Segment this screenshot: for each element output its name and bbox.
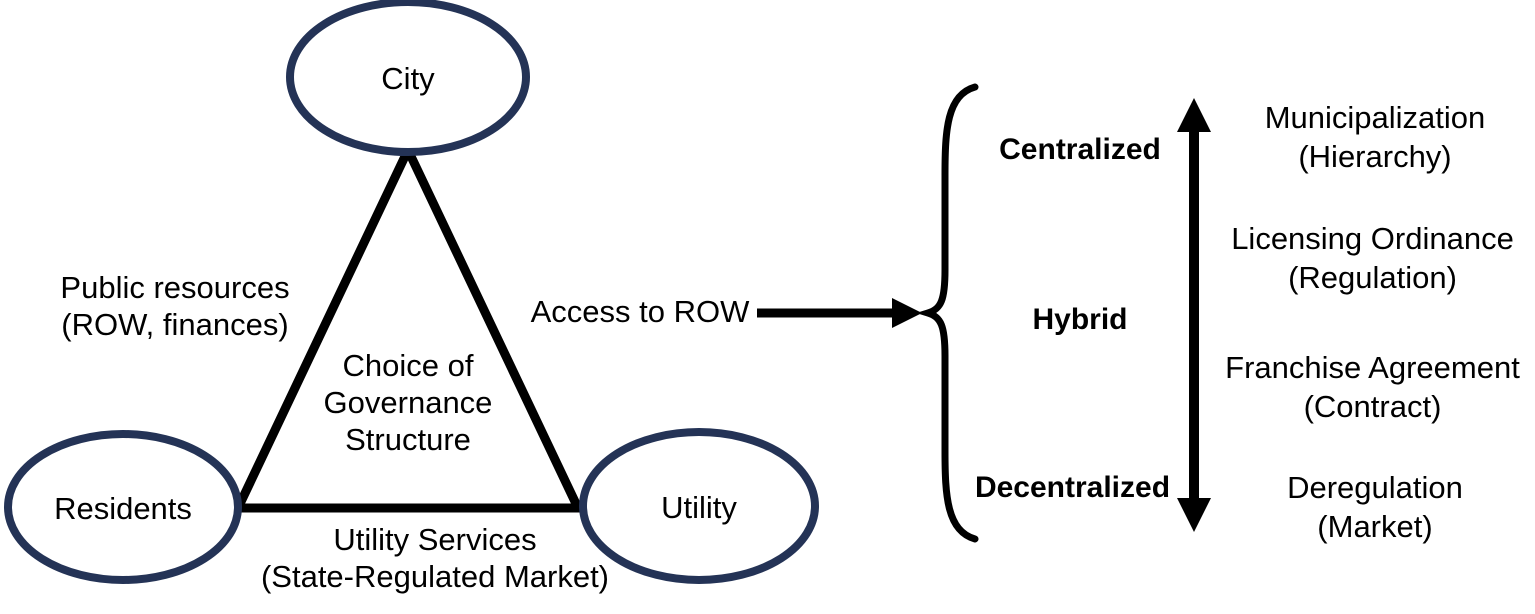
tier-label-centralized: Centralized bbox=[999, 133, 1161, 166]
node-residents-label: Residents bbox=[54, 491, 192, 526]
outcome-franchise-agreement-mechanism: (Contract) bbox=[1303, 389, 1442, 424]
edge-label-public-resources-line1: Public resources bbox=[60, 270, 290, 305]
node-utility-label: Utility bbox=[661, 490, 737, 525]
tier-label-hybrid: Hybrid bbox=[1032, 303, 1128, 336]
center-label-line3: Structure bbox=[345, 422, 471, 457]
center-label-line2: Governance bbox=[323, 385, 493, 420]
center-label-line1: Choice of bbox=[342, 348, 474, 383]
access-to-row-label: Access to ROW bbox=[530, 294, 750, 329]
tier-label-decentralized: Decentralized bbox=[974, 471, 1171, 504]
edge-label-public-resources-line2: (ROW, finances) bbox=[61, 307, 289, 342]
node-city-label: City bbox=[381, 61, 435, 96]
spectrum-brace bbox=[916, 83, 979, 543]
edge-label-utility-services-line1: Utility Services bbox=[333, 522, 537, 557]
outcome-deregulation-name: Deregulation bbox=[1287, 470, 1463, 505]
outcome-franchise-agreement-name: Franchise Agreement bbox=[1225, 350, 1520, 385]
outcome-licensing-ordinance-mechanism: (Regulation) bbox=[1288, 260, 1457, 295]
outcome-municipalization-name: Municipalization bbox=[1264, 100, 1486, 135]
governance-triangle bbox=[230, 139, 586, 513]
node-residents-shape[interactable] bbox=[4, 430, 242, 584]
outcome-licensing-ordinance-name: Licensing Ordinance bbox=[1231, 221, 1514, 256]
access-to-row-arrow bbox=[757, 298, 922, 328]
spectrum-axis-arrow bbox=[1177, 98, 1211, 532]
node-city-shape[interactable] bbox=[286, 0, 530, 156]
node-utility-shape[interactable] bbox=[579, 428, 819, 584]
outcome-municipalization-mechanism: (Hierarchy) bbox=[1298, 139, 1452, 174]
outcome-deregulation-mechanism: (Market) bbox=[1317, 509, 1433, 544]
edge-label-utility-services-line2: (State-Regulated Market) bbox=[260, 559, 610, 594]
